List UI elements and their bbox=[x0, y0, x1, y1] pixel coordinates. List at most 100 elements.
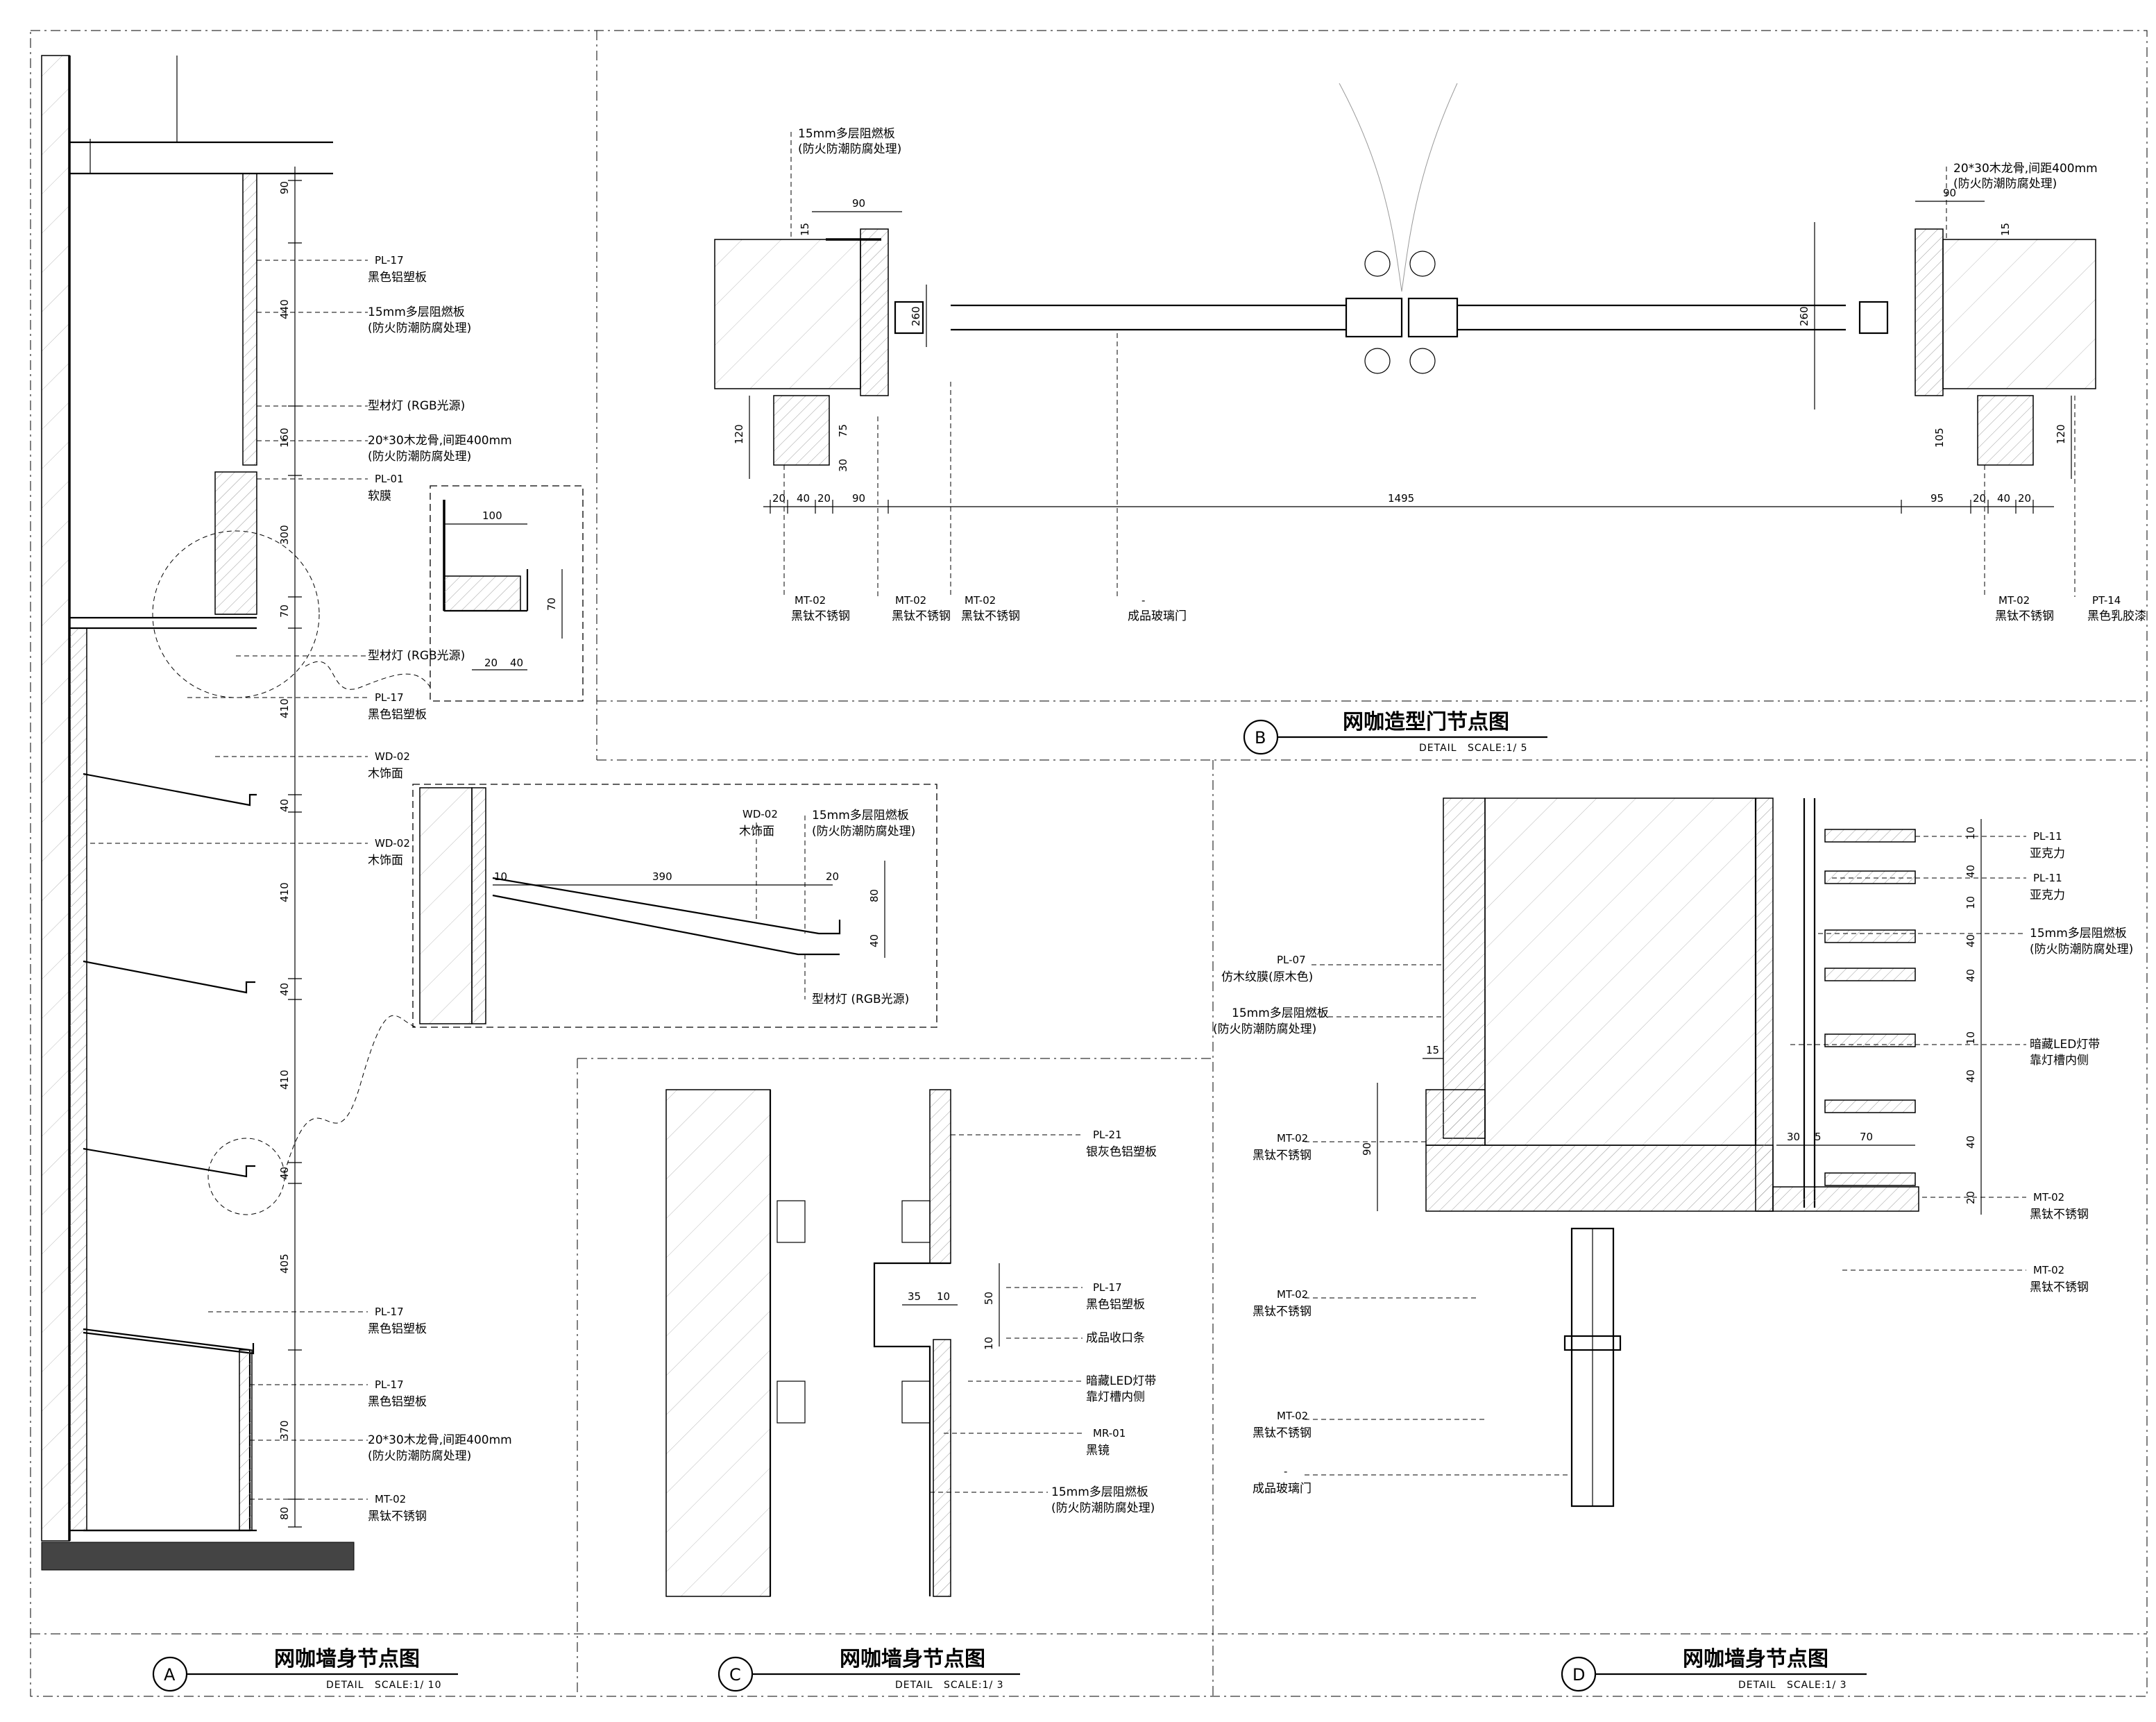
material-label: 靠灯槽内侧 bbox=[2030, 1054, 2089, 1067]
dim-text: 120 bbox=[2055, 424, 2067, 444]
dim-text: 370 bbox=[278, 1420, 291, 1440]
material-label: 木饰面 bbox=[368, 767, 403, 781]
dim-text: 40 bbox=[868, 934, 881, 947]
material-code: PL-07 bbox=[1277, 954, 1306, 966]
view-b-title-block: B 网咖造型门节点图 DETAIL SCALE:1/ 5 bbox=[1243, 710, 1547, 755]
material-code: PL-11 bbox=[2033, 830, 2062, 843]
material-code: MT-02 bbox=[895, 594, 926, 607]
material-label: 型材灯 (RGB光源) bbox=[368, 649, 465, 663]
dim-text: 40 bbox=[278, 799, 291, 812]
dim-text: 15 bbox=[799, 223, 811, 236]
material-label: 靠灯槽内侧 bbox=[1086, 1390, 1145, 1404]
view-a-title-block: A 网咖墙身节点图 DETAIL SCALE:1/ 10 bbox=[152, 1647, 458, 1692]
view-scale: SCALE:1/ 3 bbox=[1787, 1680, 1847, 1691]
dim-text: 105 bbox=[1933, 428, 1946, 448]
material-code: PL-17 bbox=[375, 1378, 404, 1391]
view-detail-label: DETAIL bbox=[1419, 743, 1457, 754]
material-label: (防火防潮防腐处理) bbox=[368, 450, 471, 464]
material-label: 暗藏LED灯带 bbox=[2030, 1038, 2100, 1052]
material-code: MT-02 bbox=[2033, 1264, 2064, 1276]
view-b-bottom-dimensions: 20 40 20 90 1495 95 20 40 20 bbox=[770, 492, 2034, 514]
dim-text: 40 bbox=[1964, 1136, 1977, 1149]
material-label: 黑色铝塑板 bbox=[1086, 1298, 1145, 1312]
material-code: PL-21 bbox=[1093, 1129, 1122, 1141]
view-a-callouts: PL-17 黑色铝塑板 15mm多层阻燃板 (防火防潮防腐处理) 型材灯 (RG… bbox=[90, 254, 512, 1523]
dim-text: 10 bbox=[937, 1290, 950, 1303]
material-label: 15mm多层阻燃板 bbox=[2030, 927, 2127, 940]
dim-text: 40 bbox=[797, 492, 810, 505]
dim-text: 100 bbox=[482, 509, 502, 522]
dim-text: 80 bbox=[278, 1507, 291, 1520]
dim-text: 260 bbox=[910, 306, 922, 326]
dim-text: 40 bbox=[278, 1167, 291, 1180]
material-code: MR-01 bbox=[1093, 1427, 1126, 1440]
dim-text: 390 bbox=[652, 870, 672, 883]
material-code: MT-02 bbox=[1277, 1132, 1308, 1145]
dim-text: 30 bbox=[837, 459, 849, 472]
view-scale: SCALE:1/ 10 bbox=[375, 1680, 442, 1691]
dim-text: 70 bbox=[278, 605, 291, 618]
dim-text: 20 bbox=[1973, 492, 1986, 505]
material-label: 银灰色铝塑板 bbox=[1086, 1145, 1157, 1159]
dim-text: 10 bbox=[1964, 827, 1977, 840]
dim-text: 40 bbox=[1964, 969, 1977, 982]
view-d-right-callouts: PL-11 亚克力 PL-11 亚克力 15mm多层阻燃板 (防火防潮防腐处理)… bbox=[1790, 830, 2133, 1294]
dim-text: 40 bbox=[1964, 865, 1977, 878]
dim-text: 40 bbox=[1997, 492, 2010, 505]
material-label: 黑钛不锈钢 bbox=[2030, 1208, 2089, 1222]
material-code: WD-02 bbox=[742, 808, 778, 820]
material-label: 黑色铝塑板 bbox=[368, 271, 427, 285]
material-label: 仿木纹膜(原木色) bbox=[1221, 970, 1313, 984]
material-label: 黑钛不锈钢 bbox=[2030, 1281, 2089, 1294]
material-label: 亚克力 bbox=[2030, 888, 2065, 902]
dim-text: 1495 bbox=[1388, 492, 1414, 505]
view-detail-label: DETAIL bbox=[1738, 1680, 1776, 1691]
dim-text: 405 bbox=[278, 1253, 291, 1274]
material-label: 木饰面 bbox=[368, 854, 403, 868]
dim-text: 70 bbox=[1860, 1131, 1873, 1143]
view-title: 网咖墙身节点图 bbox=[1683, 1647, 1828, 1671]
material-code: PL-17 bbox=[375, 691, 404, 704]
dim-text: 30 bbox=[1787, 1131, 1800, 1143]
dim-text: 10 bbox=[1964, 896, 1977, 909]
view-c-wall-section: 35 10 50 10 PL-21 银灰色铝塑板 PL-17 黑色铝塑板 成品收… bbox=[665, 1089, 1157, 1692]
material-label: (防火防潮防腐处理) bbox=[1051, 1501, 1155, 1515]
dim-text: 10 bbox=[494, 870, 507, 883]
material-label: 黑色铝塑板 bbox=[368, 708, 427, 722]
material-label: 20*30木龙骨,间距400mm bbox=[368, 434, 512, 448]
view-b-door-section: 90 15 90 15 260 260 120 75 30 105 120 20… bbox=[714, 83, 2146, 755]
dim-text: 15 bbox=[1426, 1044, 1439, 1056]
view-d-acrylic-slats bbox=[1824, 829, 1916, 1186]
dim-text: 5 bbox=[1815, 1131, 1822, 1143]
dim-text: 40 bbox=[1964, 934, 1977, 947]
view-c-callouts: PL-21 银灰色铝塑板 PL-17 黑色铝塑板 成品收口条 暗藏LED灯带 靠… bbox=[930, 1129, 1157, 1515]
material-label: 软膜 bbox=[368, 489, 391, 503]
dim-text: 410 bbox=[278, 698, 291, 718]
dim-text: 10 bbox=[983, 1337, 995, 1350]
view-letter: C bbox=[729, 1665, 741, 1685]
material-label: 15mm多层阻燃板 bbox=[368, 305, 465, 319]
material-code: PL-11 bbox=[2033, 872, 2062, 884]
material-code: MT-02 bbox=[1277, 1410, 1308, 1422]
material-code: PL-17 bbox=[375, 254, 404, 267]
dim-text: 120 bbox=[733, 424, 745, 444]
view-letter: B bbox=[1255, 728, 1266, 748]
view-d-title-block: D 网咖墙身节点图 DETAIL SCALE:1/ 3 bbox=[1561, 1647, 1867, 1692]
material-label: 成品玻璃门 bbox=[1128, 609, 1187, 623]
view-scale: SCALE:1/ 3 bbox=[944, 1680, 1004, 1691]
view-d-wall-section: 15 90 30 5 70 10 40 10 40 40 10 40 40 20… bbox=[1213, 797, 2133, 1692]
material-code: PL-17 bbox=[1093, 1281, 1122, 1294]
view-title: 网咖墙身节点图 bbox=[840, 1647, 985, 1671]
view-a-inset-light-profile: 100 70 20 40 bbox=[430, 485, 584, 702]
material-label: 黑钛不锈钢 bbox=[1253, 1426, 1312, 1440]
view-letter: D bbox=[1572, 1665, 1585, 1685]
dim-text: 160 bbox=[278, 428, 291, 448]
material-label: 黑钛不锈钢 bbox=[892, 609, 951, 623]
dim-text: 70 bbox=[545, 598, 558, 611]
material-label: 20*30木龙骨,间距400mm bbox=[1953, 162, 2098, 176]
material-code: PL-01 bbox=[375, 473, 404, 485]
material-label: 15mm多层阻燃板 bbox=[812, 809, 909, 822]
material-label: (防火防潮防腐处理) bbox=[812, 825, 915, 838]
material-label: 成品玻璃门 bbox=[1253, 1482, 1312, 1496]
